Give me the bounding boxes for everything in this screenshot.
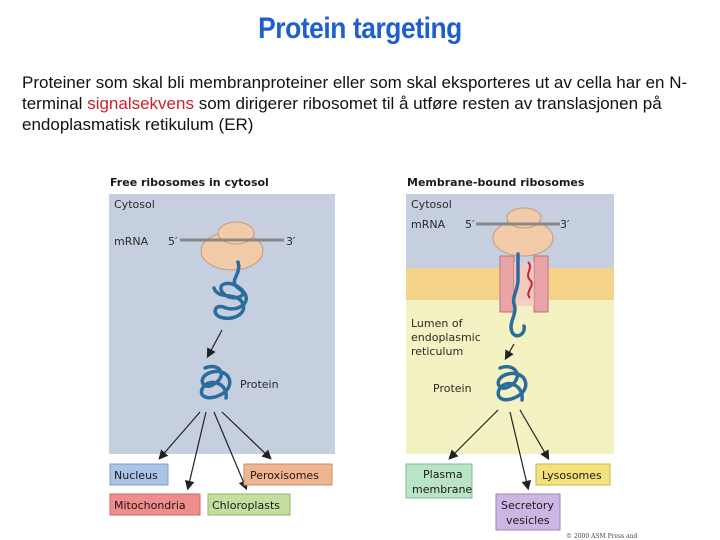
plasma-membrane-label-line-2: membrane: [412, 483, 472, 496]
lumen-label-line-3: reticulum: [411, 345, 463, 358]
lysosomes-label: Lysosomes: [542, 469, 602, 482]
intro-text-end: som dirigerer ribosomet til å utføre res…: [22, 94, 662, 134]
peroxisomes-box: Peroxisomes: [243, 463, 333, 486]
left-nascent-protein: [212, 260, 248, 321]
left-folded-protein: [199, 364, 232, 400]
arrow-to-plasma-membrane: [448, 409, 499, 460]
lumen-label-line-1: Lumen of: [411, 317, 464, 330]
chloroplasts-label: Chloroplasts: [212, 499, 280, 512]
mitochondria-label: Mitochondria: [114, 499, 186, 512]
intro-text-start: Proteiner som skal bli membranproteiner …: [22, 73, 688, 113]
page-title: Protein targeting: [258, 12, 462, 45]
arrow-to-secretory-vesicles: [509, 411, 532, 491]
arrow-to-mitochondria: [184, 411, 207, 491]
lysosomes-box: Lysosomes: [535, 463, 611, 486]
secretory-vesicles-label-line-2: vesicles: [506, 514, 550, 527]
lumen-label-line-2: endoplasmic: [411, 331, 481, 344]
right-three-prime-label: 3′: [560, 218, 570, 231]
plasma-membrane-box: Plasma membrane: [405, 463, 473, 499]
mitochondria-box: Mitochondria: [109, 493, 201, 516]
left-five-prime-label: 5′: [168, 235, 178, 248]
copyright-notice: © 2000 ASM Press and: [566, 533, 638, 540]
left-three-prime-label: 3′: [286, 235, 296, 248]
nucleus-box: Nucleus: [109, 463, 169, 486]
left-cytosol-label: Cytosol: [114, 198, 155, 211]
secretory-vesicles-box: Secretory vesicles: [495, 493, 561, 531]
left-mrna-label: mRNA: [114, 235, 149, 248]
right-folded-protein: [496, 364, 528, 402]
translocon-channel: [499, 255, 549, 313]
left-protein-label: Protein: [240, 378, 279, 391]
plasma-membrane-label-line-1: Plasma: [423, 468, 463, 481]
right-panel-heading: Membrane-bound ribosomes: [407, 176, 585, 189]
secretory-vesicles-label-line-1: Secretory: [501, 499, 554, 512]
right-arrow-to-protein: [504, 343, 515, 361]
signal-sequence-segment: [527, 261, 533, 299]
right-nascent-protein: [509, 252, 526, 338]
left-arrow-to-protein: [206, 329, 223, 359]
left-panel-heading: Free ribosomes in cytosol: [110, 176, 269, 189]
peroxisomes-label: Peroxisomes: [250, 469, 319, 482]
arrow-to-peroxisomes: [221, 411, 272, 460]
right-cytosol-label: Cytosol: [411, 198, 452, 211]
right-five-prime-label: 5′: [465, 218, 475, 231]
arrow-to-nucleus: [158, 411, 201, 460]
right-mrna-label: mRNA: [411, 218, 446, 231]
nucleus-label: Nucleus: [114, 469, 158, 482]
signal-sequence-term: signalsekvens: [87, 94, 194, 113]
chloroplasts-box: Chloroplasts: [207, 493, 291, 516]
arrow-to-lysosomes: [519, 409, 550, 461]
arrow-to-chloroplasts: [213, 411, 248, 491]
right-protein-label: Protein: [433, 382, 472, 395]
intro-paragraph: Proteiner som skal bli membranproteiner …: [22, 72, 712, 135]
